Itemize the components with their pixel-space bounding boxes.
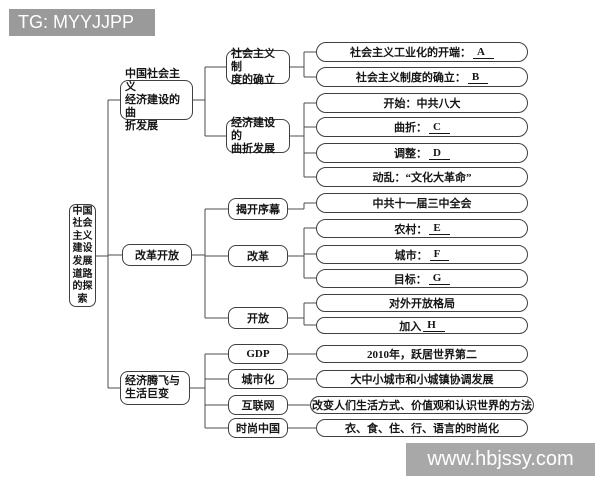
node-label: GDP <box>246 348 270 360</box>
leaf-socialist-system-established: 社会主义制度的确立：B <box>316 67 528 87</box>
blank-answer-e: E <box>429 222 450 235</box>
leaf-twist: 曲折：C <box>316 117 528 137</box>
leaf-label: 开始：中共八大 <box>383 98 461 110</box>
mid-internet: 互联网 <box>228 395 288 415</box>
leaf-label: 农村： <box>394 223 428 236</box>
leaf-adjustment: 调整：D <box>316 143 528 163</box>
mid-urbanization: 城市化 <box>228 369 288 389</box>
node-label: 改革开放 <box>135 250 179 262</box>
branch-reform-opening: 改革开放 <box>122 244 192 266</box>
mid-gdp: GDP <box>228 344 288 364</box>
leaf-label: 改变人们生活方式、价值观和认识世界的方法 <box>312 400 532 412</box>
leaf-label: 社会主义工业化的开端： <box>350 47 472 59</box>
mid-socialist-system: 社会主义制 度的确立 <box>226 47 290 86</box>
leaf-label: 目标： <box>393 273 427 286</box>
node-label: 时尚中国 <box>236 423 280 435</box>
branch-economic-takeoff: 经济腾飞与 生活巨变 <box>120 371 190 405</box>
tg-tag-label: TG: MYYJJPP <box>18 12 135 32</box>
leaf-label: 加入 <box>399 320 422 333</box>
watermark-banner: www.hbjssy.com <box>406 443 595 476</box>
leaf-goal: 目标：G <box>316 269 528 288</box>
branch-economic-construction: 中国社会主义 经济建设的曲 折发展 <box>120 68 193 132</box>
node-label: 揭开序幕 <box>236 204 280 216</box>
blank-answer-d: D <box>429 147 450 160</box>
leaf-label: 大中小城市和小城镇协调发展 <box>350 374 494 386</box>
leaf-gdp-2010: 2010年，跃居世界第二 <box>316 345 528 363</box>
leaf-label: 曲折： <box>394 122 428 134</box>
node-label: 开放 <box>247 313 269 325</box>
mid-reform: 改革 <box>228 245 288 267</box>
mid-opening: 开放 <box>228 307 288 329</box>
leaf-label: 城市： <box>394 249 428 262</box>
node-label: 社会主义制 度的确立 <box>231 47 275 86</box>
node-label: 经济建设的 曲折发展 <box>231 116 275 155</box>
leaf-label: 社会主义制度的确立： <box>355 72 466 84</box>
blank-answer-a: A <box>473 46 494 59</box>
leaf-internet-change: 改变人们生活方式、价值观和认识世界的方法 <box>310 396 534 414</box>
tg-tag-banner: TG: MYYJJPP <box>9 9 155 36</box>
mid-economic-twists: 经济建设的 曲折发展 <box>226 116 290 155</box>
node-label: 改革 <box>247 251 269 263</box>
leaf-label: 中共十一届三中全会 <box>372 198 472 210</box>
node-label: 城市化 <box>241 374 275 386</box>
blank-answer-h: H <box>423 319 445 332</box>
mid-prelude: 揭开序幕 <box>228 198 288 220</box>
leaf-urban: 城市：F <box>316 245 528 264</box>
node-label: 互联网 <box>241 400 275 412</box>
watermark-url-label: www.hbjssy.com <box>427 448 574 470</box>
leaf-third-plenary-session: 中共十一届三中全会 <box>316 193 528 213</box>
leaf-industrialization-start: 社会主义工业化的开端：A <box>316 42 528 62</box>
leaf-label: 对外开放格局 <box>389 298 455 310</box>
leaf-opening-pattern: 对外开放格局 <box>316 294 528 312</box>
blank-answer-g: G <box>428 272 451 285</box>
blank-answer-b: B <box>467 71 489 84</box>
leaf-urbanization-development: 大中小城市和小城镇协调发展 <box>316 370 528 388</box>
blank-answer-c: C <box>429 121 450 134</box>
blank-answer-f: F <box>429 248 450 261</box>
leaf-begin-eighth-congress: 开始：中共八大 <box>316 93 528 113</box>
leaf-turmoil-cultural-revolution: 动乱：“文化大革命” <box>316 167 528 187</box>
leaf-rural: 农村：E <box>316 219 528 238</box>
leaf-fashion-life: 衣、食、住、行、语言的时尚化 <box>316 419 528 437</box>
mid-fashion-china: 时尚中国 <box>228 418 288 438</box>
node-label: 中国 社会 主义 建设 发展 道路 的探 索 <box>72 205 93 305</box>
node-label: 经济腾飞与 生活巨变 <box>125 375 180 400</box>
leaf-label: 2010年，跃居世界第二 <box>367 349 477 361</box>
leaf-label: 衣、食、住、行、语言的时尚化 <box>345 423 499 435</box>
leaf-label: 动乱：“文化大革命” <box>372 172 472 184</box>
node-label: 中国社会主义 经济建设的曲 折发展 <box>125 67 180 132</box>
leaf-label: 调整： <box>394 148 428 160</box>
root-node-exploration-path: 中国 社会 主义 建设 发展 道路 的探 索 <box>69 204 96 307</box>
